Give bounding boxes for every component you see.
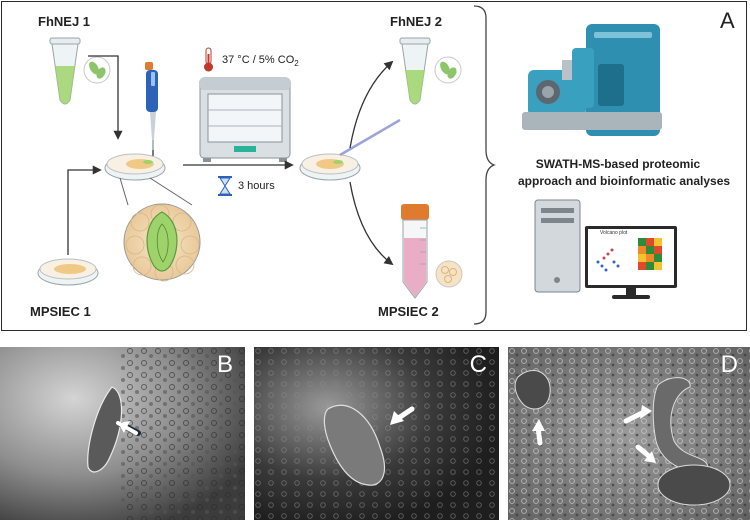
parasite-shape <box>323 404 385 486</box>
micrograph-b: B <box>0 347 245 520</box>
computer-icon <box>534 199 677 299</box>
parasite-shape <box>87 386 123 473</box>
mpsiec1-label: MPSIEC 1 <box>30 304 91 319</box>
duration-label: 3 hours <box>238 180 275 192</box>
mpsiec2-tube-icon <box>401 204 463 299</box>
analysis-caption-line1: SWATH-MS-based proteomic <box>535 157 701 171</box>
panel-c-letter: C <box>469 351 487 378</box>
workflow-diagram <box>37 5 677 325</box>
arrow-fhnej1-to-dish <box>88 55 123 140</box>
fhnej1-tube-icon <box>49 37 111 105</box>
incubation-text: 37 °C / 5% CO <box>222 54 295 66</box>
panel-b-letter: B <box>216 351 233 378</box>
panel-a-letter: A <box>720 8 735 33</box>
monitor-plot-title: Volcano plot <box>600 230 628 236</box>
panel-a-border <box>1 1 747 331</box>
arrow-to-mpsiec2 <box>349 181 394 266</box>
analysis-caption: SWATH-MS-based proteomic approach and bi… <box>518 156 731 190</box>
fhnej2-label: FhNEJ 2 <box>390 14 443 29</box>
parasite-shape-1 <box>514 370 551 410</box>
analysis-caption-line2: approach and bioinformatic analyses <box>518 174 731 188</box>
mass-spectrometer-icon <box>522 24 662 136</box>
parasite-shape-2 <box>652 377 709 472</box>
incubation-condition: 37 °C / 5% CO2 <box>222 54 299 68</box>
parasite-shape-3 <box>657 464 731 506</box>
hourglass-icon <box>218 176 232 196</box>
mpsiec1-dish-icon <box>37 258 99 286</box>
fhnej1-label: FhNEJ 1 <box>38 14 91 29</box>
thermometer-icon <box>204 47 213 72</box>
coculture-dish-icon <box>104 153 166 181</box>
magnified-cells-icon <box>123 203 201 282</box>
grouping-bracket <box>473 5 496 325</box>
workflow-panel: FhNEJ 1 FhNEJ 2 MPSIEC 1 MPSIEC 2 37 °C … <box>1 1 747 331</box>
micrograph-d: D <box>508 347 750 520</box>
arrow-icon-3 <box>635 444 653 460</box>
arrow-to-fhnej2 <box>349 60 394 149</box>
panel-d-letter: D <box>720 351 738 378</box>
incubated-dish-icon <box>299 118 401 181</box>
fhnej2-tube-icon <box>399 37 462 105</box>
incubation-subscript: 2 <box>294 59 299 69</box>
incubator-icon <box>199 77 291 162</box>
arrow-mpsiec1-to-dish <box>67 165 102 255</box>
mpsiec2-label: MPSIEC 2 <box>378 304 439 319</box>
micrograph-c: C <box>254 347 499 520</box>
pipette-icon <box>145 62 158 150</box>
arrow-icon-2 <box>623 410 645 424</box>
